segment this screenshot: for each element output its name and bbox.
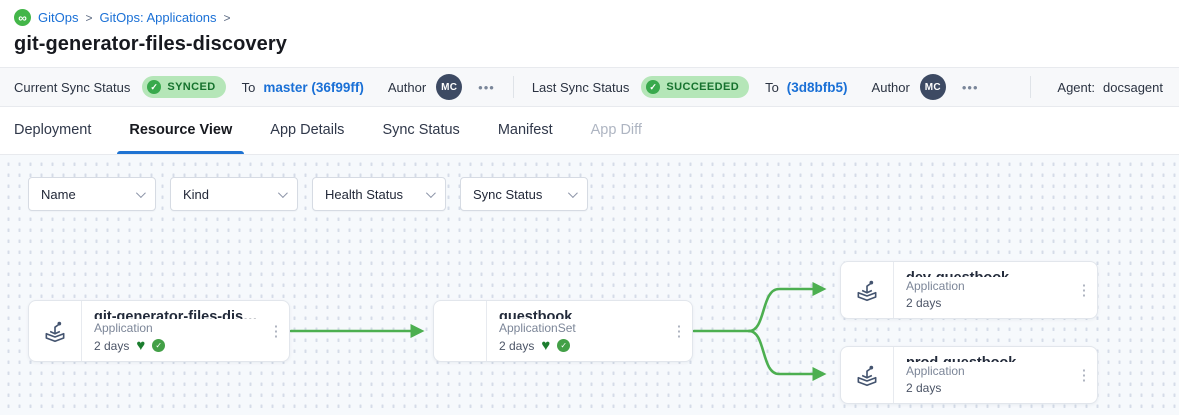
last-sync-badge-text: SUCCEEDED [666, 81, 740, 93]
current-sync-group: Current Sync Status ✓ SYNCED To master (… [14, 74, 495, 100]
node-kind: Application [906, 364, 965, 378]
agent-group: Agent: docsagent [1030, 76, 1163, 98]
check-circle-icon: ✓ [646, 80, 661, 94]
health-heart-icon: ♥ [541, 337, 551, 354]
current-sync-badge-text: SYNCED [167, 81, 216, 93]
last-to-label: To [765, 79, 779, 95]
node-name: dev-guestbook [906, 270, 1067, 277]
tab-deployment[interactable]: Deployment [14, 121, 92, 138]
node-menu-icon[interactable]: ⋮ [268, 323, 284, 340]
node-meta: 2 days ♥ ✓ [499, 338, 662, 353]
chevron-down-icon [135, 187, 146, 198]
last-author-label: Author [871, 79, 910, 95]
application-icon [841, 262, 893, 318]
filter-health-status-label: Health Status [325, 186, 404, 202]
breadcrumb-link-gitops[interactable]: GitOps [38, 10, 79, 25]
node-menu-icon[interactable]: ⋮ [1076, 367, 1092, 384]
tab-sync-status[interactable]: Sync Status [382, 121, 460, 138]
graph-node-guestbook[interactable]: guestbook ApplicationSet 2 days ♥ ✓ ⋮ [433, 300, 693, 362]
statusbar-divider [512, 76, 514, 98]
graph-node-prod-guestbook[interactable]: prod-guestbook Application 2 days ⋮ [840, 346, 1098, 404]
application-icon [841, 347, 893, 403]
filter-health-status-dropdown[interactable]: Health Status [312, 177, 446, 211]
last-sync-label: Last Sync Status [531, 79, 630, 95]
current-author-avatar: MC [436, 74, 463, 100]
synced-check-icon: ✓ [152, 339, 166, 352]
agent-label: Agent: [1057, 79, 1095, 95]
breadcrumb: ∞ GitOps > GitOps: Applications > [14, 9, 1165, 26]
graph-filters: Name Kind Health Status Sync Status [28, 177, 588, 211]
last-author-avatar: MC [919, 74, 946, 100]
page-header: ∞ GitOps > GitOps: Applications > git-ge… [0, 0, 1179, 67]
breadcrumb-link-applications[interactable]: GitOps: Applications [99, 10, 217, 25]
current-more-icon[interactable]: ••• [478, 79, 495, 95]
current-sync-badge: ✓ SYNCED [142, 76, 226, 98]
check-circle-icon: ✓ [147, 80, 162, 94]
node-body: guestbook ApplicationSet 2 days ♥ ✓ [486, 301, 666, 361]
graph-node-git-generator-files-discovery[interactable]: git-generator-files-discovery Applicatio… [28, 300, 290, 362]
tab-resource-view[interactable]: Resource View [117, 107, 245, 154]
chevron-down-icon [425, 187, 436, 198]
node-age: 2 days [94, 338, 130, 353]
applicationset-icon [434, 301, 486, 361]
node-body: git-generator-files-discovery Applicatio… [81, 301, 263, 361]
synced-check-icon: ✓ [557, 339, 571, 352]
last-more-icon[interactable]: ••• [961, 79, 979, 95]
node-age: 2 days [499, 338, 535, 353]
node-menu-icon[interactable]: ⋮ [671, 323, 687, 340]
node-age: 2 days [906, 381, 942, 395]
filter-sync-status-dropdown[interactable]: Sync Status [460, 177, 588, 211]
breadcrumb-separator: > [85, 10, 93, 25]
current-to-label: To [241, 79, 256, 95]
agent-value: docsagent [1103, 79, 1163, 95]
filter-kind-label: Kind [183, 186, 210, 202]
node-name: guestbook [499, 309, 573, 319]
current-sync-label: Current Sync Status [14, 79, 131, 95]
statusbar-divider [1030, 76, 1032, 98]
node-body: dev-guestbook Application 2 days [893, 262, 1071, 318]
last-revision-link[interactable]: (3d8bfb5) [786, 79, 848, 95]
node-age: 2 days [906, 296, 942, 310]
tab-app-details[interactable]: App Details [270, 121, 345, 138]
chevron-down-icon [277, 187, 288, 198]
node-menu-icon[interactable]: ⋮ [1076, 282, 1092, 299]
node-name: git-generator-files-discovery [94, 309, 259, 319]
node-kind: ApplicationSet [499, 321, 576, 335]
gitops-logo-icon: ∞ [14, 9, 31, 26]
node-name: prod-guestbook [906, 355, 1067, 362]
last-sync-badge: ✓ SUCCEEDED [641, 76, 750, 98]
health-heart-icon: ♥ [136, 337, 146, 354]
last-sync-group: Last Sync Status ✓ SUCCEEDED To (3d8bfb5… [532, 74, 979, 100]
application-icon [29, 301, 81, 361]
page-title: git-generator-files-discovery [14, 33, 287, 55]
tab-app-diff: App Diff [590, 121, 642, 138]
node-kind: Application [906, 279, 965, 293]
node-body: prod-guestbook Application 2 days [893, 347, 1071, 403]
node-kind: Application [94, 321, 153, 335]
chevron-down-icon [567, 187, 578, 198]
tab-manifest[interactable]: Manifest [497, 121, 553, 138]
sync-status-bar: Current Sync Status ✓ SYNCED To master (… [0, 67, 1179, 107]
filter-sync-status-label: Sync Status [473, 186, 543, 202]
node-meta: 2 days ♥ ✓ [94, 338, 259, 353]
graph-node-dev-guestbook[interactable]: dev-guestbook Application 2 days ⋮ [840, 261, 1098, 319]
node-meta: 2 days [906, 381, 1067, 395]
node-meta: 2 days [906, 296, 1067, 310]
current-author-label: Author [387, 79, 427, 95]
filter-kind-dropdown[interactable]: Kind [170, 177, 298, 211]
resource-graph-canvas[interactable]: Name Kind Health Status Sync Status [0, 155, 1179, 415]
filter-name-label: Name [41, 186, 76, 202]
tab-bar: Deployment Resource View App Details Syn… [0, 107, 1179, 155]
breadcrumb-separator: > [223, 10, 231, 25]
current-revision-link[interactable]: master (36f99ff) [263, 79, 364, 95]
filter-name-dropdown[interactable]: Name [28, 177, 156, 211]
